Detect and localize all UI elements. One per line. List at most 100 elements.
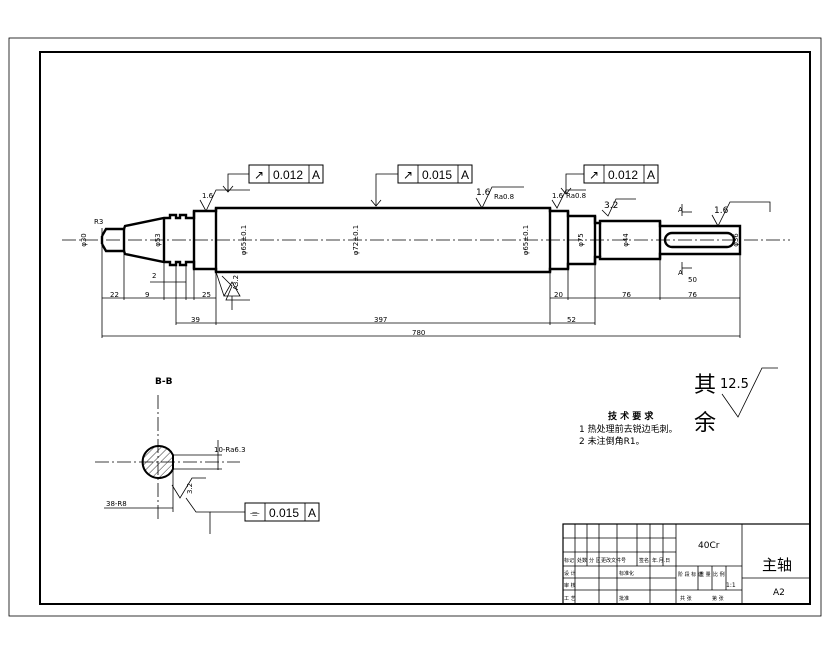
tech-req-item1: 1 热处理前去锐边毛刺。: [579, 423, 678, 435]
dim-l-9: 9: [145, 291, 149, 299]
tol-right-value: 0.012: [608, 168, 638, 182]
inner-frame: [39, 51, 811, 605]
tb-col-zone: 分 区: [589, 557, 601, 564]
sf-3-sub: Ra0.8: [566, 192, 586, 200]
roughness-note-qi: 其: [694, 373, 716, 398]
tb-stage: 阶 段 标 记: [678, 571, 703, 578]
sf-5-value: 1.6: [714, 206, 729, 216]
dim-l-76a: 76: [622, 291, 631, 299]
tb-row-std: 标准化: [619, 570, 634, 577]
section-circle: [141, 445, 174, 479]
dim-d-44: φ44: [622, 233, 630, 247]
surface-finish-1: 1.6: [199, 189, 250, 212]
section-marker-top: A: [678, 204, 692, 216]
tb-col-date: 年.月.日: [652, 557, 670, 564]
section-label-bottom: A: [678, 269, 683, 277]
dim-d-36: φ36: [732, 233, 740, 247]
tb-row-approve: 批准: [619, 595, 629, 602]
tb-col-mark: 标记: [564, 557, 574, 564]
dim-d-taper: φ53: [154, 233, 162, 247]
runout-icon: ↗: [403, 168, 413, 182]
section-dim: 38-R8: [106, 500, 127, 508]
tech-req-item2: 2 未注倒角R1。: [579, 435, 645, 447]
shaft-outline-upper: [100, 206, 742, 237]
tb-row-design: 设 计: [564, 570, 576, 577]
surface-finish-6: 3.2: [221, 275, 250, 301]
tb-col-change: 更改文件号: [601, 557, 626, 564]
tol-section-datum: A: [308, 506, 316, 520]
tech-requirements: 技 术 要 求 1 热处理前去锐边毛刺。 2 未注倒角R1。: [579, 410, 678, 447]
dim-l-780: 780: [412, 329, 425, 337]
tolerance-frame-section: ⌯ 0.015 A: [210, 502, 320, 522]
tb-sheet-size: A2: [773, 588, 785, 598]
sf-4-value: 3.2: [604, 201, 618, 211]
sf-2-sub: Ra0.8: [494, 193, 514, 201]
roughness-note: 其 余 12.5: [694, 367, 778, 436]
tol-left-value: 0.012: [273, 168, 303, 182]
runout-icon: ↗: [254, 168, 264, 182]
shaft-drawing: R3 φ30 φ53 φ65±0.1 φ72±0.1 φ65±0.1 φ75 φ…: [62, 164, 790, 338]
dim-groove-2: 2: [152, 272, 156, 280]
dim-key-50: 50: [688, 276, 697, 284]
tb-ratio: 比 例: [713, 571, 725, 578]
roughness-symbol-icon: [721, 367, 778, 418]
outer-border: [8, 37, 822, 617]
sf-1-value: 1.6: [202, 192, 214, 200]
runout-icon: ↗: [589, 168, 599, 182]
section-keyway-finish: 10-Ra6.3: [214, 446, 246, 454]
dim-l-39: 39: [191, 316, 200, 324]
tech-req-title: 技 术 要 求: [608, 410, 654, 422]
tol-middle-value: 0.015: [422, 168, 452, 182]
keyway: [663, 231, 736, 249]
tolerance-frame-middle: ↗ 0.015 A: [370, 164, 473, 207]
dim-d-main: φ72±0.1: [352, 225, 360, 256]
tb-col-count: 处数: [577, 557, 587, 564]
dim-l-25: 25: [202, 291, 211, 299]
section-view: B-B 10-Ra6.3 38-R8 3.2 ⌯ 0.015 A: [95, 377, 320, 534]
title-block: 40Cr 主轴 A2 1:1 标记 处数 分 区 更改文件号 签名 年.月.日 …: [562, 523, 811, 605]
dim-l-76b: 76: [688, 291, 697, 299]
dim-d-shoulder: φ75: [577, 233, 585, 247]
section-title: B-B: [155, 377, 173, 387]
tb-part-name: 主轴: [762, 556, 792, 574]
tol-section-value: 0.015: [269, 506, 299, 520]
sf-3-value: 1.6: [552, 192, 564, 200]
datum-a-label: A: [232, 285, 240, 290]
surface-finish-5: 1.6: [711, 201, 771, 227]
dim-r3: R3: [94, 218, 103, 226]
tb-row-process: 工 艺: [564, 596, 576, 602]
surface-finish-3: 1.6 Ra0.8: [551, 189, 586, 209]
tol-right-datum: A: [647, 168, 655, 182]
tb-total: 共 张: [680, 595, 692, 602]
tb-col-sign: 签名: [639, 557, 649, 564]
tol-middle-datum: A: [461, 168, 469, 182]
symmetry-icon: ⌯: [250, 506, 260, 520]
roughness-note-yu: 余: [694, 411, 716, 436]
section-marker-bottom: A: [678, 262, 692, 277]
roughness-value: 12.5: [720, 377, 749, 392]
sf-section-value: 3.2: [186, 483, 194, 494]
section-label-top: A: [678, 206, 683, 214]
dim-d-j1: φ65±0.1: [240, 225, 248, 256]
tolerance-frame-right: ↗ 0.012 A: [560, 164, 659, 195]
tb-weight: 重 量: [699, 571, 711, 578]
tolerance-frame-left: ↗ 0.012 A: [222, 164, 324, 193]
tb-row-review: 审 核: [564, 582, 576, 589]
surface-finish-2: 1.6 Ra0.8: [475, 186, 524, 209]
sf-6-value: 3.2: [232, 275, 240, 286]
section-surface-finish: 3.2: [171, 477, 211, 534]
dim-d-tip: φ30: [80, 233, 88, 247]
surface-finish-4: 3.2: [601, 198, 636, 217]
tb-material: 40Cr: [698, 541, 720, 551]
datum-a-marker: A: [215, 271, 241, 310]
dim-d-j2: φ65±0.1: [522, 225, 530, 256]
sf-2-value: 1.6: [476, 188, 491, 198]
dim-l-22: 22: [110, 291, 119, 299]
tb-sheet: 第 张: [712, 595, 724, 602]
tol-left-datum: A: [312, 168, 320, 182]
dim-l-397: 397: [374, 316, 387, 324]
dim-l-20: 20: [554, 291, 563, 299]
tb-scale: 1:1: [726, 582, 736, 589]
shaft-outline-lower: [100, 243, 742, 274]
